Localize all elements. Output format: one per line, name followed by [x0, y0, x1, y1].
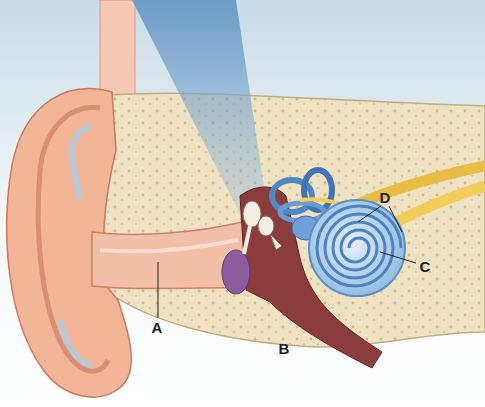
light-beam — [132, 0, 268, 222]
leader-line — [380, 252, 416, 263]
leader-line — [158, 262, 159, 318]
eardrum — [222, 250, 250, 294]
part-letter: D — [380, 190, 391, 205]
cartilage — [60, 320, 92, 366]
part-letter: B — [279, 341, 290, 356]
part-letter: A — [152, 320, 163, 335]
leader-line — [358, 206, 381, 222]
cartilage — [72, 128, 92, 200]
cochlea — [309, 200, 405, 296]
incus — [258, 216, 274, 236]
canal-highlight — [100, 240, 238, 251]
part-letter: C — [420, 259, 431, 274]
stapes — [270, 234, 282, 250]
leader-line — [389, 206, 402, 232]
cochlea-spiral — [317, 206, 401, 286]
malleus-handle — [244, 226, 250, 254]
